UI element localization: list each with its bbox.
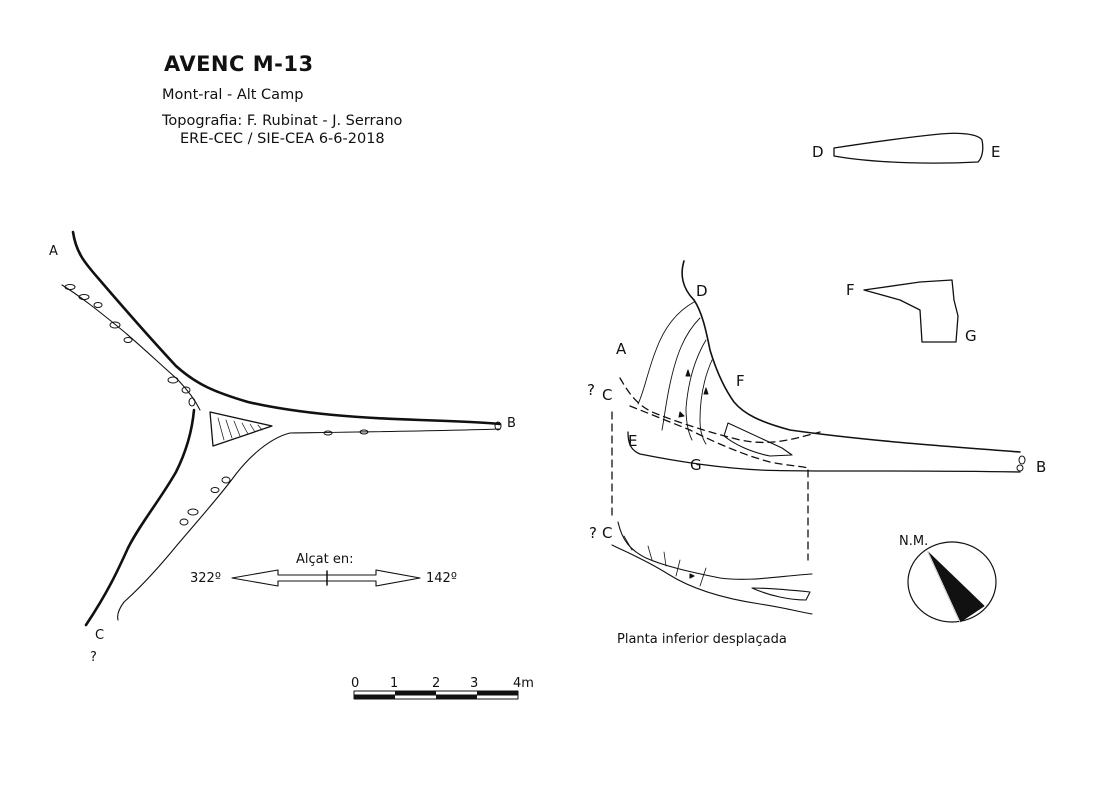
section-label-e: E <box>991 143 1001 161</box>
plan-view <box>61 230 519 700</box>
cross-section-fg <box>863 279 959 343</box>
survey-title: AVENC M-13 <box>164 52 314 76</box>
section-label-g: G <box>965 327 977 345</box>
scale-tick-2: 2 <box>432 676 441 691</box>
elevation-label-a: A <box>616 340 627 358</box>
elevation-label-f: F <box>736 372 745 390</box>
plan-wall-north <box>71 230 502 426</box>
elevation-dashed-outline <box>611 377 821 561</box>
plan-label-c: C <box>95 628 105 643</box>
survey-credits: Topografia: F. Rubinat - J. Serrano <box>162 113 403 129</box>
bearing-right: 142º <box>426 571 457 586</box>
bearing-left: 322º <box>190 571 221 586</box>
plan-central-block <box>209 411 273 447</box>
elevation-label-c: C <box>602 386 613 404</box>
lower-displaced-plan <box>611 521 813 615</box>
elevation-label-g: G <box>690 456 702 474</box>
plan-block-hatching <box>217 417 263 441</box>
elevation-label-e: E <box>628 432 638 450</box>
elevation-arrow-caption: Alçat en: <box>296 552 354 567</box>
plan-unknown-mark: ? <box>90 650 97 665</box>
scale-tick-3: 3 <box>470 676 479 691</box>
elevation-label-d: D <box>696 282 708 300</box>
scale-tick-1: 1 <box>390 676 399 691</box>
location-subtitle: Mont-ral - Alt Camp <box>162 87 304 103</box>
survey-organization-date: ERE-CEC / SIE-CEA 6-6-2018 <box>180 131 385 147</box>
scale-bar <box>353 690 519 700</box>
elevation-unknown-mark: ? <box>587 381 595 399</box>
plan-wall-southwest <box>84 408 196 627</box>
plan-wall-west <box>61 284 201 411</box>
lower-plan-label-c: C <box>602 524 613 542</box>
elevation-slope-lines <box>637 301 713 445</box>
lower-plan-caption: Planta inferior desplaçada <box>617 632 787 647</box>
elevation-label-b: B <box>1036 458 1047 476</box>
elevation-direction-arrow <box>231 569 421 587</box>
section-label-d: D <box>812 143 824 161</box>
north-arrow-symbol <box>907 541 997 623</box>
plan-label-b: B <box>507 416 516 431</box>
elevation-wall-top <box>681 260 1021 453</box>
plan-label-a: A <box>49 244 58 259</box>
elevation-flow-arrows <box>678 369 709 418</box>
cross-section-de <box>833 132 984 164</box>
elevation-wall-bottom <box>627 431 1021 473</box>
elevation-view <box>611 260 1026 615</box>
plan-wall-south <box>117 428 501 621</box>
scale-tick-4m: 4m <box>513 676 534 691</box>
north-arrow-label: N.M. <box>899 534 929 549</box>
elevation-passage-floor <box>723 422 793 457</box>
section-label-f: F <box>846 281 855 299</box>
plan-rock-blobs <box>64 284 502 526</box>
lower-plan-unknown-mark: ? <box>589 524 597 542</box>
scale-tick-0: 0 <box>351 676 360 691</box>
